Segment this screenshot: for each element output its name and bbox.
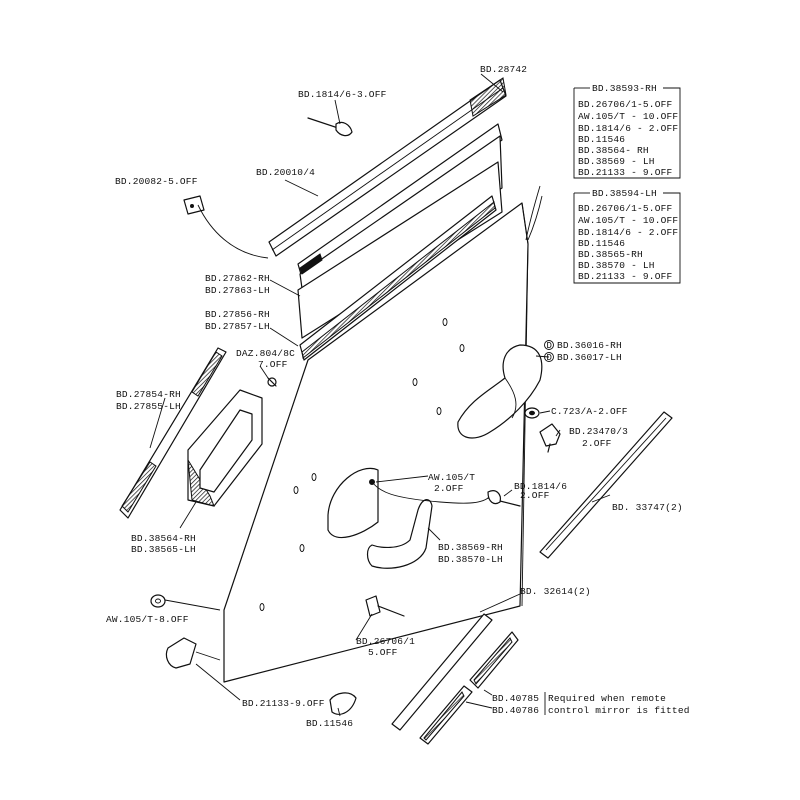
kit-rh-title: BD.38593-RH: [592, 83, 657, 94]
screw-23470: [539, 423, 561, 453]
kit-lh-item: BD.26706/1-5.OFF: [578, 203, 673, 214]
clip-20082: [183, 195, 205, 215]
label-bd26706-1: BD.26706/1: [356, 636, 415, 647]
washer-c723: [524, 407, 540, 419]
label-bd1814-6: BD.1814/6: [514, 481, 567, 492]
kit-lh-item: BD.38570 - LH: [578, 260, 655, 271]
label-bd26706-1-qty: 5.OFF: [368, 647, 398, 658]
remote-mirror-note-line1: Required when remote: [548, 693, 666, 704]
remote-mirror-note-line2: control mirror is fitted: [548, 705, 690, 716]
kit-lh-title: BD.38594-LH: [592, 188, 657, 199]
side-strip-27854-rh: [119, 347, 227, 519]
kit-rh-item: BD.38569 - LH: [578, 156, 655, 167]
strip-40786: [419, 685, 473, 745]
label-bd38570-lh: BD.38570-LH: [438, 554, 503, 565]
washer-aw105-t-8: [150, 594, 166, 608]
strip-40785: [469, 631, 519, 689]
clip-21133: [165, 637, 197, 669]
label-bd27862-rh: BD.27862-RH: [205, 273, 270, 284]
label-bd28742: BD.28742: [480, 64, 527, 75]
label-bd11546: BD.11546: [306, 718, 353, 729]
label-daz804-qty: 7.OFF: [258, 359, 288, 370]
label-bd36016-rh: BD.36016-RH: [557, 340, 622, 351]
label-bd40785: BD.40785: [492, 693, 539, 704]
leader-lines: [149, 73, 611, 717]
marker-circle-letter: D: [547, 353, 552, 363]
label-bd38564-rh: BD.38564-RH: [131, 533, 196, 544]
label-bd27863-lh: BD.27863-LH: [205, 285, 270, 296]
door-trim-panel: [223, 202, 529, 683]
label-bd21133-9off: BD.21133-9.OFF: [242, 698, 325, 709]
label-bd36017-lh: BD.36017-LH: [557, 352, 622, 363]
kit-lh-item: BD.21133 - 9.OFF: [578, 271, 673, 282]
label-bd20010-4: BD.20010/4: [256, 167, 315, 178]
kit-rh-item: AW.105/T - 10.OFF: [578, 111, 678, 122]
kit-box-rh: BD.38593-RH BD.26706/1-5.OFF AW.105/T - …: [573, 83, 681, 179]
kit-lh-item: BD.38565-RH: [578, 249, 643, 260]
label-bd1814-6-qty: 2.OFF: [520, 490, 550, 501]
rail-27862-rh: [297, 161, 503, 339]
pocket-38564-rh: [187, 389, 263, 507]
kit-rh-item: BD.1814/6 - 2.OFF: [578, 123, 678, 134]
label-bd40786: BD.40786: [492, 705, 539, 716]
label-bd33747: BD. 33747(2): [612, 502, 683, 513]
label-bd27856-rh: BD.27856-RH: [205, 309, 270, 320]
label-bd23470: BD.23470/3: [569, 426, 628, 437]
fastener-1814-6-top: [307, 117, 353, 137]
part-labels: BD.28742 BD.1814/6-3.OFF BD.20010/4 BD.2…: [106, 64, 690, 729]
label-bd38569-rh: BD.38569-RH: [438, 542, 503, 553]
label-aw105-t-qty: 2.OFF: [434, 483, 464, 494]
kit-rh-item: BD.11546: [578, 134, 625, 145]
kit-box-lh: BD.38594-LH BD.26706/1-5.OFF AW.105/T - …: [573, 188, 681, 284]
rail-27856-rh: [299, 195, 497, 361]
kit-rh-item: BD.38564- RH: [578, 145, 649, 156]
fastener-26706-1: [365, 595, 405, 617]
marker-circle: [544, 352, 554, 362]
label-bd27854-rh: BD.27854-RH: [116, 389, 181, 400]
label-bd1814-6-3off: BD.1814/6-3.OFF: [298, 89, 387, 100]
label-daz804: DAZ.804/8C: [236, 348, 295, 359]
label-bd23470-qty: 2.OFF: [582, 438, 612, 449]
marker-circle-letter: D: [547, 341, 552, 351]
label-bd20082-5off: BD.20082-5.OFF: [115, 176, 198, 187]
fastener-1814-6-right: [487, 490, 521, 507]
kit-lh-item: AW.105/T - 10.OFF: [578, 215, 678, 226]
kit-rh-item: BD.21133 - 9.OFF: [578, 167, 673, 178]
marker-circle: [544, 340, 554, 350]
screw-daz-804: [267, 377, 277, 387]
label-c723: C.723/A-2.OFF: [551, 406, 628, 417]
label-bd32614: BD. 32614(2): [520, 586, 591, 597]
waist-rail-strip-28742: [268, 77, 507, 257]
strip-32614: [391, 613, 493, 731]
kit-rh-item: BD.26706/1-5.OFF: [578, 99, 673, 110]
label-bd27857-lh: BD.27857-LH: [205, 321, 270, 332]
label-aw105-t-8off: AW.105/T-8.OFF: [106, 614, 189, 625]
strip-33747: [539, 411, 673, 559]
kit-lh-item: BD.1814/6 - 2.OFF: [578, 227, 678, 238]
label-aw105-t: AW.105/T: [428, 472, 475, 483]
armrest-36016-rh: [457, 344, 543, 439]
kit-lh-item: BD.11546: [578, 238, 625, 249]
label-bd38565-lh: BD.38565-LH: [131, 544, 196, 555]
clip-11546: [329, 692, 357, 715]
label-bd27855-lh: BD.27855-LH: [116, 401, 181, 412]
door-pull-38569-rh: [366, 499, 433, 569]
